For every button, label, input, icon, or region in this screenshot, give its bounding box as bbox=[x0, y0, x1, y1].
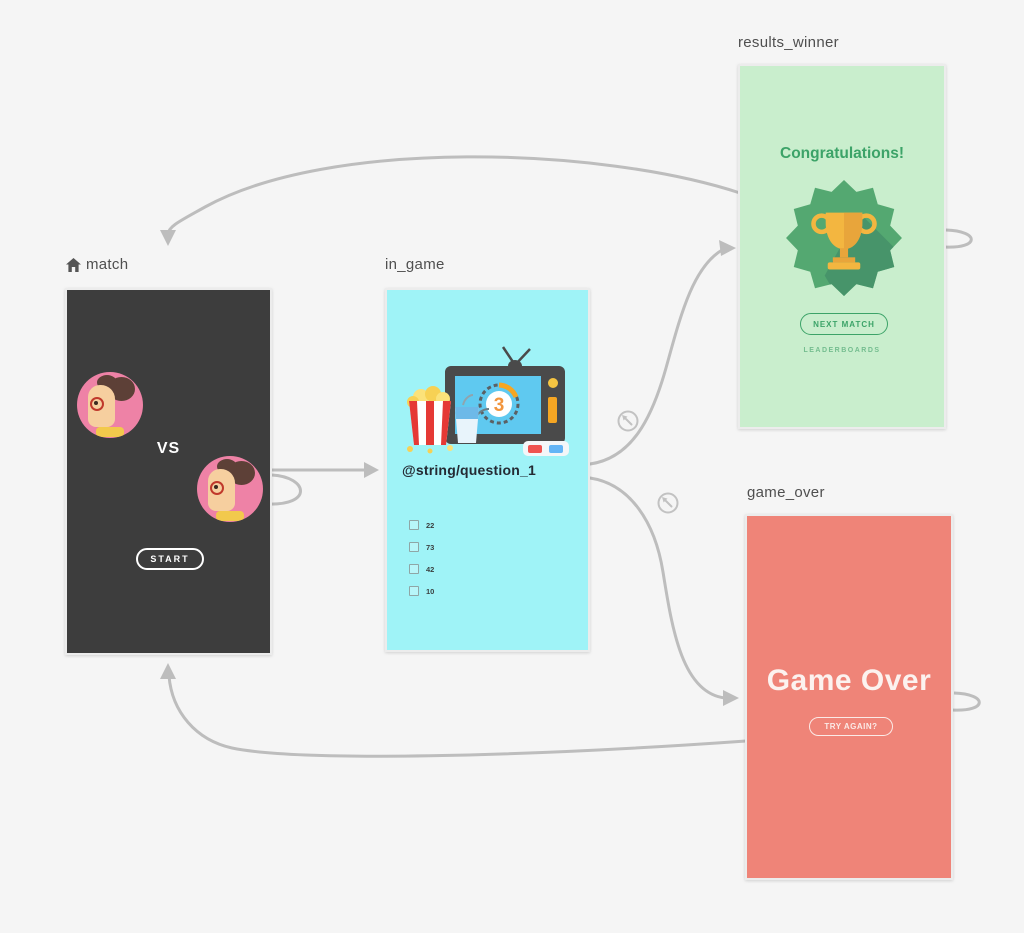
screen-name: game_over bbox=[747, 484, 825, 501]
screen-game-over[interactable]: Game Over TRY AGAIN? bbox=[745, 514, 953, 880]
straw-icon bbox=[462, 394, 474, 406]
start-button: START bbox=[136, 548, 204, 570]
try-again-button: TRY AGAIN? bbox=[809, 717, 893, 736]
leaderboards-link: LEADERBOARDS bbox=[803, 347, 881, 354]
game-over-title: Game Over bbox=[766, 664, 932, 697]
screen-match[interactable]: VS START bbox=[65, 288, 272, 655]
edge-game-over-to-match[interactable] bbox=[160, 663, 981, 758]
screen-in-game[interactable]: 3 @string/question_1 22 73 bbox=[385, 288, 590, 652]
player2-avatar bbox=[197, 456, 263, 522]
screen-name: in_game bbox=[385, 256, 445, 273]
arrowhead-icon bbox=[160, 230, 176, 246]
trophy-icon bbox=[811, 212, 877, 270]
question-text: @string/question_1 bbox=[402, 462, 536, 478]
edge-in-game-to-game-over[interactable] bbox=[588, 476, 739, 706]
answer-option: 10 bbox=[409, 586, 434, 596]
congratulations-title: Congratulations! bbox=[780, 145, 904, 162]
checkbox-icon bbox=[409, 542, 419, 552]
edge-in-game-to-results-winner[interactable] bbox=[588, 240, 736, 466]
next-match-button: NEXT MATCH bbox=[800, 313, 888, 335]
arrowhead-icon bbox=[160, 663, 176, 679]
player1-avatar bbox=[77, 372, 143, 438]
countdown-number: 3 bbox=[494, 395, 505, 416]
popcorn-icon bbox=[407, 386, 453, 454]
checkbox-icon bbox=[409, 520, 419, 530]
tv-countdown-illustration-icon: 3 bbox=[407, 346, 569, 456]
checkbox-icon bbox=[409, 564, 419, 574]
arrowhead-icon bbox=[719, 240, 736, 256]
destination-label-in-game: in_game bbox=[385, 256, 445, 273]
arrowhead-icon bbox=[723, 690, 739, 706]
checkbox-icon bbox=[409, 586, 419, 596]
pop-action-icon bbox=[657, 492, 679, 514]
edge-results-winner-to-match[interactable] bbox=[160, 155, 973, 249]
trophy-badge-icon bbox=[786, 180, 902, 296]
destination-label-match: match bbox=[66, 256, 128, 273]
answer-option: 73 bbox=[409, 542, 434, 552]
pop-action-icon bbox=[617, 410, 639, 432]
screen-name: match bbox=[86, 256, 129, 273]
destination-label-results-winner: results_winner bbox=[738, 34, 839, 51]
answer-option: 42 bbox=[409, 564, 434, 574]
screen-results-winner[interactable]: Congratulations! NEXT MATCH LEADERBOARDS bbox=[738, 64, 946, 429]
home-icon bbox=[66, 257, 81, 272]
vs-label: VS bbox=[156, 440, 181, 457]
screen-name: results_winner bbox=[738, 34, 839, 51]
answer-option: 22 bbox=[409, 520, 434, 530]
destination-label-game-over: game_over bbox=[747, 484, 825, 501]
edge-match-to-in-game[interactable] bbox=[265, 462, 379, 506]
arrowhead-icon bbox=[364, 462, 379, 478]
